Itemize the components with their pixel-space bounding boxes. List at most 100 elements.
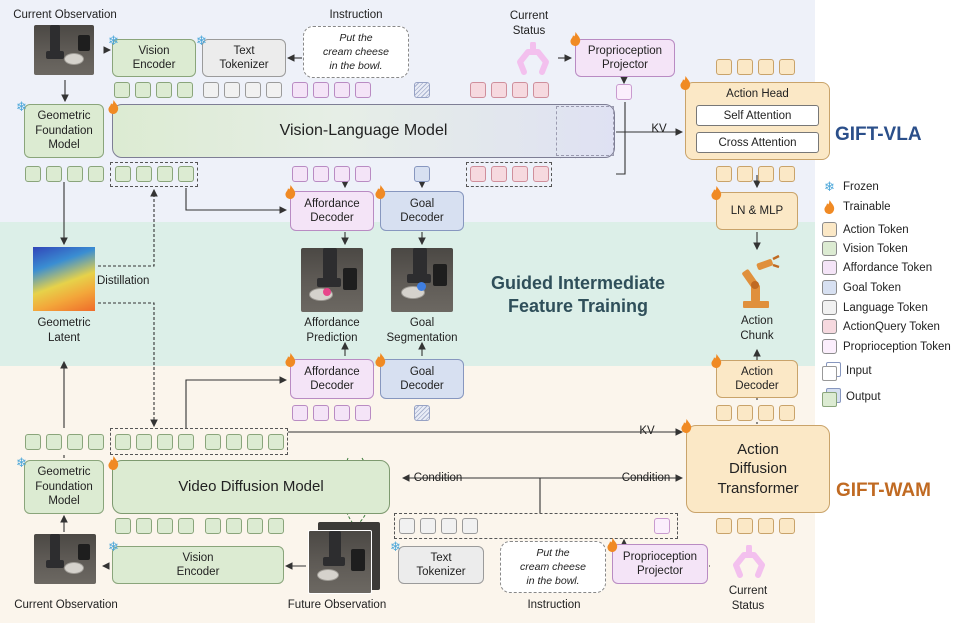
vision-token <box>46 166 62 182</box>
future-observation-image <box>308 530 372 594</box>
wam-instruction-text: Put the cream cheese in the bowl. <box>500 541 606 593</box>
affordance-token <box>334 166 350 182</box>
language-token <box>203 82 219 98</box>
wam-vision-encoder: Vision Encoder <box>112 546 284 584</box>
action-chunk-label: Action Chunk <box>740 315 774 342</box>
snowflake-icon: ❄ <box>16 455 27 470</box>
self-attention-block: Self Attention <box>696 105 819 127</box>
wam-proprioception-projector: Proprioception Projector <box>612 544 708 584</box>
vision-token <box>115 434 131 450</box>
condition-left-label: Condition <box>413 472 463 484</box>
actionquery-token <box>470 166 486 182</box>
legend-vision-token: Vision Token <box>822 241 908 256</box>
vision-token <box>226 518 242 534</box>
action-token <box>758 405 774 421</box>
action-token <box>779 518 795 534</box>
affordance-token <box>355 166 371 182</box>
actionquery-token-group <box>466 162 552 187</box>
guided-training-title: Guided Intermediate Feature Training <box>490 273 666 317</box>
vla-current-observation-label: Current Observation <box>13 9 117 21</box>
condition-token-group <box>394 513 678 539</box>
flame-icon <box>607 538 618 552</box>
action-diffusion-transformer: Action Diffusion Transformer <box>686 425 830 513</box>
output-stack-icon <box>822 388 841 407</box>
affordance-token <box>355 82 371 98</box>
affordance-token <box>292 166 308 182</box>
wam-current-status-label: Current Status <box>728 585 768 612</box>
legend-trainable: Trainable <box>822 200 891 214</box>
distillation-label: Distillation <box>97 275 150 287</box>
wam-kv-label: KV <box>639 425 655 437</box>
affordance-token <box>334 82 350 98</box>
action-token <box>758 166 774 182</box>
gift-wam-title: GIFT-WAM <box>836 480 931 501</box>
vla-current-observation-image <box>34 25 94 75</box>
actionquery-token <box>533 82 549 98</box>
vision-token <box>157 166 173 182</box>
future-observation-label: Future Observation <box>287 599 387 611</box>
vla-proprioception-projector: Proprioception Projector <box>575 39 675 77</box>
legend-output: Output <box>822 388 881 407</box>
wam-current-observation-label: Current Observation <box>14 599 118 611</box>
condition-right-label: Condition <box>621 472 671 484</box>
snowflake-icon: ❄ <box>196 33 207 48</box>
geometric-latent-label: Geometric Latent <box>37 317 91 344</box>
flame-icon <box>570 32 581 46</box>
vision-token <box>25 166 41 182</box>
legend-affordance-token: Affordance Token <box>822 260 932 275</box>
vision-token <box>247 434 263 450</box>
action-token <box>737 518 753 534</box>
attention-region <box>556 106 614 156</box>
language-token <box>441 518 457 534</box>
robot-gripper-icon <box>517 42 549 75</box>
vision-token <box>156 82 172 98</box>
legend-input: Input <box>822 362 872 381</box>
wam-current-observation-image <box>34 534 96 584</box>
robot-gripper-icon <box>733 545 765 578</box>
proprioception-token <box>616 84 632 100</box>
vision-token <box>67 434 83 450</box>
wam-vision-token-group <box>110 428 288 455</box>
flame-icon <box>108 456 119 470</box>
actionquery-token <box>512 82 528 98</box>
actionquery-token <box>533 166 549 182</box>
action-token <box>779 166 795 182</box>
vision-token <box>268 518 284 534</box>
vision-token <box>226 434 242 450</box>
action-token <box>779 59 795 75</box>
flame-icon <box>375 353 386 367</box>
language-token <box>399 518 415 534</box>
action-token <box>737 405 753 421</box>
wam-action-decoder: Action Decoder <box>716 360 798 398</box>
flame-icon <box>375 185 386 199</box>
flame-icon <box>285 353 296 367</box>
goal-token <box>414 166 430 182</box>
geometric-latent-image <box>33 247 95 311</box>
action-token <box>716 518 732 534</box>
actionquery-token <box>491 166 507 182</box>
language-token <box>245 82 261 98</box>
actionquery-token <box>491 82 507 98</box>
vision-token <box>114 82 130 98</box>
vision-token <box>157 518 173 534</box>
vision-token <box>115 518 131 534</box>
proprioception-token <box>654 518 670 534</box>
goal-segmentation-label: Goal Segmentation <box>386 317 458 344</box>
flame-icon <box>285 185 296 199</box>
vision-token <box>25 434 41 450</box>
vision-token <box>178 434 194 450</box>
affordance-token <box>313 166 329 182</box>
action-token <box>758 518 774 534</box>
action-token <box>716 59 732 75</box>
gift-vla-title: GIFT-VLA <box>835 124 922 145</box>
affordance-token <box>313 405 329 421</box>
affordance-token <box>355 405 371 421</box>
legend-frozen: ❄Frozen <box>822 179 879 195</box>
action-token <box>737 59 753 75</box>
legend-actionquery-token: ActionQuery Token <box>822 319 940 334</box>
robot-arm-icon <box>742 255 780 308</box>
video-diffusion-model: Video Diffusion Model <box>112 460 390 514</box>
flame-icon <box>824 200 835 214</box>
legend-language-token: Language Token <box>822 300 928 315</box>
